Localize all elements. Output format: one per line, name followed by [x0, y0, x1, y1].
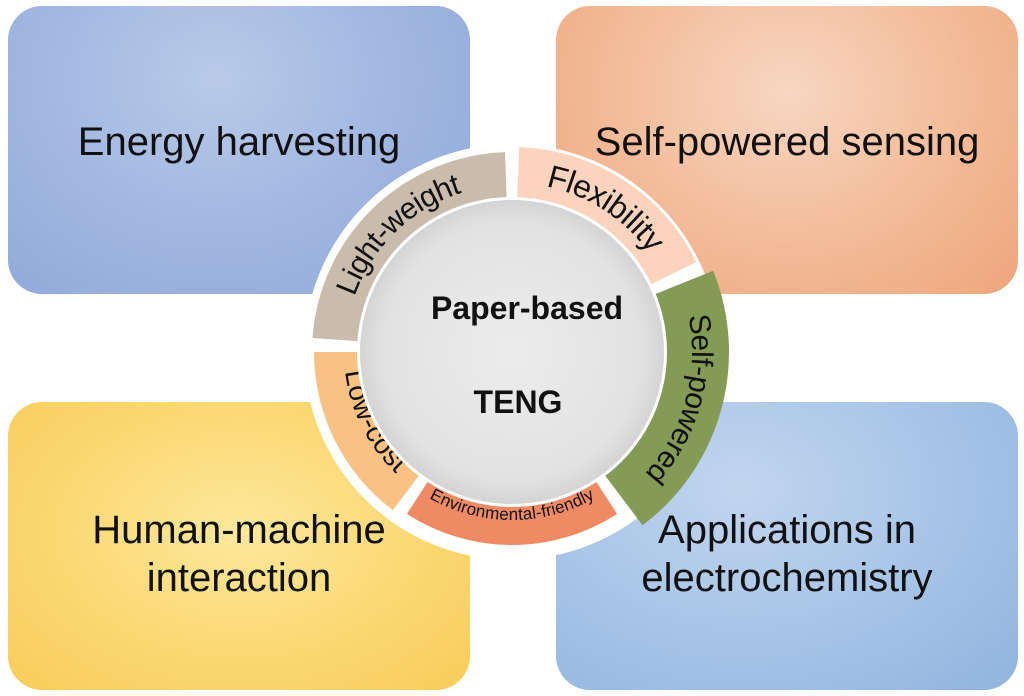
human-machine-text: Human-machine	[92, 508, 386, 552]
human-machine-interaction-label: Human-machine interaction	[8, 506, 470, 602]
self-powered-sensing-label: Self-powered sensing	[556, 118, 1018, 166]
ring-segment-self-powered	[601, 270, 729, 526]
center-title-line2: TENG	[474, 384, 563, 420]
electrochemistry-text: electrochemistry	[641, 556, 933, 600]
ring-segment-light-weight	[312, 152, 507, 342]
applications-electrochemistry-label: Applications in electrochemistry	[556, 506, 1018, 602]
center-circle	[360, 200, 664, 504]
ring-segment-low-cost	[314, 352, 423, 511]
ring-segment-flexibility	[517, 147, 697, 288]
energy-harvesting-text: Energy harvesting	[77, 120, 401, 164]
interaction-text: interaction	[146, 556, 332, 600]
applications-in-text: Applications in	[658, 508, 916, 552]
energy-harvesting-label: Energy harvesting	[8, 118, 470, 166]
center-title-line1: Paper-based	[431, 290, 623, 326]
self-powered-sensing-text: Self-powered sensing	[594, 120, 980, 164]
